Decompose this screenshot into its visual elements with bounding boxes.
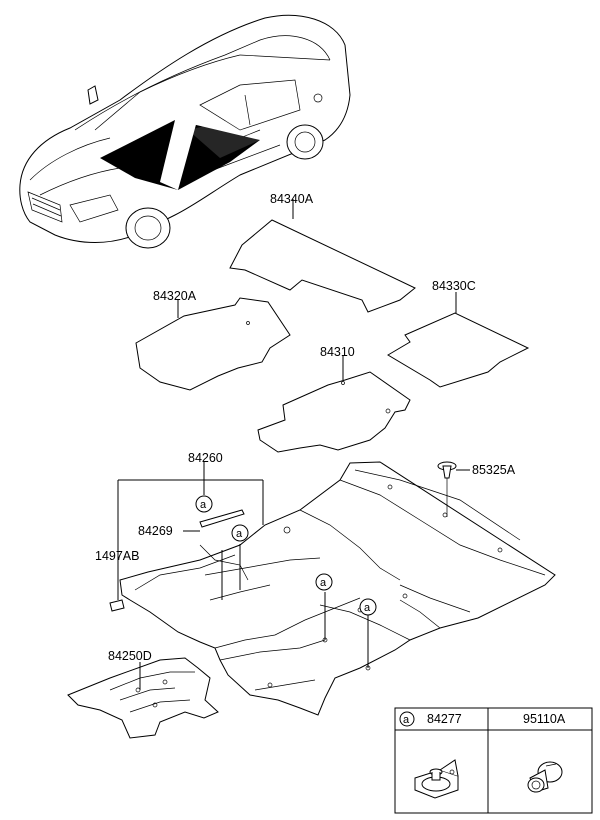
svg-text:a: a <box>364 602 371 614</box>
label-84310: 84310 <box>320 345 355 359</box>
legend-part-84277: 84277 <box>427 712 462 726</box>
clip-84277-icon <box>414 759 459 799</box>
svg-text:a: a <box>236 528 243 540</box>
fastener-95110A-icon <box>527 761 563 793</box>
label-1497AB: 1497AB <box>95 549 139 563</box>
callout-a-3: a <box>315 573 333 591</box>
label-85325A: 85325A <box>472 463 516 477</box>
mat-84310 <box>257 356 411 453</box>
callout-a-2: a <box>231 524 249 542</box>
callout-a-1: a <box>195 495 213 513</box>
svg-text:a: a <box>200 499 207 511</box>
pad-84269 <box>199 509 245 528</box>
legend-part-95110A: 95110A <box>523 712 566 726</box>
mat-84340A <box>229 199 416 313</box>
label-84250D: 84250D <box>108 649 152 663</box>
part-84250D <box>67 657 219 739</box>
clip-85325A <box>437 461 470 517</box>
svg-text:a: a <box>403 714 410 726</box>
label-84269: 84269 <box>138 524 173 538</box>
callout-84260 <box>117 462 264 600</box>
label-84320A: 84320A <box>153 289 197 303</box>
clip-1497AB <box>109 599 125 612</box>
mat-84330C <box>387 292 530 388</box>
mat-84320A <box>135 297 291 391</box>
label-84260: 84260 <box>188 451 223 465</box>
svg-text:a: a <box>320 577 327 589</box>
floor-carpet-84260 <box>119 461 556 716</box>
legend-table: a 84277 95110A <box>394 707 593 814</box>
label-84330C: 84330C <box>432 279 476 293</box>
legend-callout-a: a <box>399 711 415 727</box>
car-illustration <box>19 14 351 249</box>
callout-a-4: a <box>359 598 377 616</box>
label-84340A: 84340A <box>270 192 314 206</box>
